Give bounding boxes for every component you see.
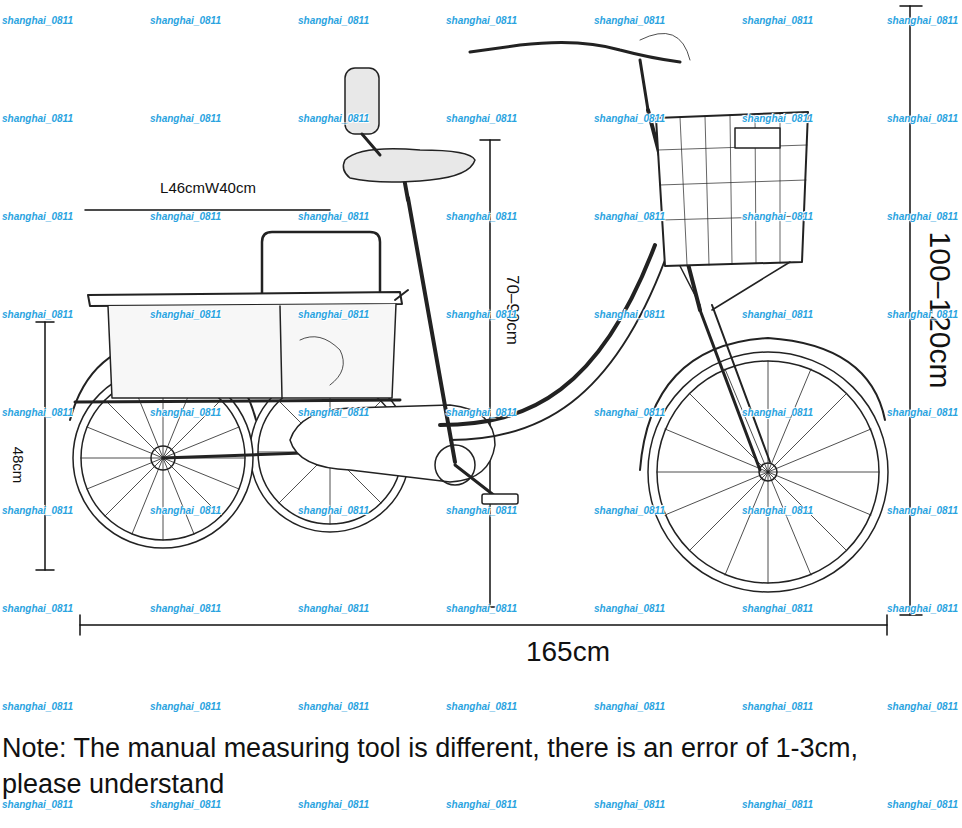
watermark: shanghai_0811 [150,211,221,222]
watermark: shanghai_0811 [298,211,369,222]
watermark: shanghai_0811 [150,701,221,712]
watermark: shanghai_0811 [742,505,813,516]
watermark: shanghai_0811 [150,603,221,614]
watermark: shanghai_0811 [446,701,517,712]
watermark: shanghai_0811 [594,701,665,712]
watermark: shanghai_0811 [298,309,369,320]
watermark: shanghai_0811 [298,15,369,26]
watermark: shanghai_0811 [2,603,73,614]
measurement-note: Note: The manual measuring tool is diffe… [2,730,912,803]
watermark: shanghai_0811 [742,309,813,320]
watermark: shanghai_0811 [742,603,813,614]
box-dimension: L46cmW40cm [158,180,258,197]
watermark: shanghai_0811 [887,15,958,26]
watermark: shanghai_0811 [2,407,73,418]
watermark: shanghai_0811 [298,701,369,712]
watermark: shanghai_0811 [150,113,221,124]
watermark: shanghai_0811 [446,603,517,614]
watermark: shanghai_0811 [446,15,517,26]
watermark: shanghai_0811 [742,407,813,418]
watermark: shanghai_0811 [594,505,665,516]
watermark: shanghai_0811 [150,505,221,516]
watermark: shanghai_0811 [742,701,813,712]
watermark: shanghai_0811 [594,309,665,320]
watermark: shanghai_0811 [446,799,517,810]
watermark: shanghai_0811 [446,211,517,222]
watermark: shanghai_0811 [887,309,958,320]
watermark: shanghai_0811 [150,15,221,26]
watermark: shanghai_0811 [298,407,369,418]
watermark: shanghai_0811 [150,799,221,810]
watermark: shanghai_0811 [446,407,517,418]
watermark: shanghai_0811 [594,211,665,222]
watermark: shanghai_0811 [887,211,958,222]
watermark: shanghai_0811 [2,15,73,26]
watermark: shanghai_0811 [742,799,813,810]
watermark: shanghai_0811 [742,113,813,124]
watermark: shanghai_0811 [446,113,517,124]
watermark: shanghai_0811 [594,799,665,810]
watermark: shanghai_0811 [742,211,813,222]
watermark: shanghai_0811 [594,603,665,614]
watermark: shanghai_0811 [887,113,958,124]
watermark: shanghai_0811 [887,407,958,418]
watermark: shanghai_0811 [150,407,221,418]
watermark: shanghai_0811 [2,211,73,222]
watermark: shanghai_0811 [298,505,369,516]
watermark: shanghai_0811 [887,701,958,712]
watermark: shanghai_0811 [2,505,73,516]
watermark: shanghai_0811 [594,407,665,418]
watermark: shanghai_0811 [594,113,665,124]
watermark: shanghai_0811 [446,505,517,516]
watermark: shanghai_0811 [150,309,221,320]
overall-length-dimension: 165cm [524,637,612,668]
watermark: shanghai_0811 [742,15,813,26]
watermark: shanghai_0811 [887,505,958,516]
watermark: shanghai_0811 [298,603,369,614]
watermark: shanghai_0811 [2,799,73,810]
watermark: shanghai_0811 [2,309,73,320]
watermark: shanghai_0811 [298,113,369,124]
watermark: shanghai_0811 [446,309,517,320]
watermark: shanghai_0811 [887,799,958,810]
watermark: shanghai_0811 [594,15,665,26]
rear-height-dimension: 48cm [10,445,27,486]
watermark: shanghai_0811 [887,603,958,614]
watermark: shanghai_0811 [2,113,73,124]
watermark: shanghai_0811 [298,799,369,810]
watermark: shanghai_0811 [2,701,73,712]
